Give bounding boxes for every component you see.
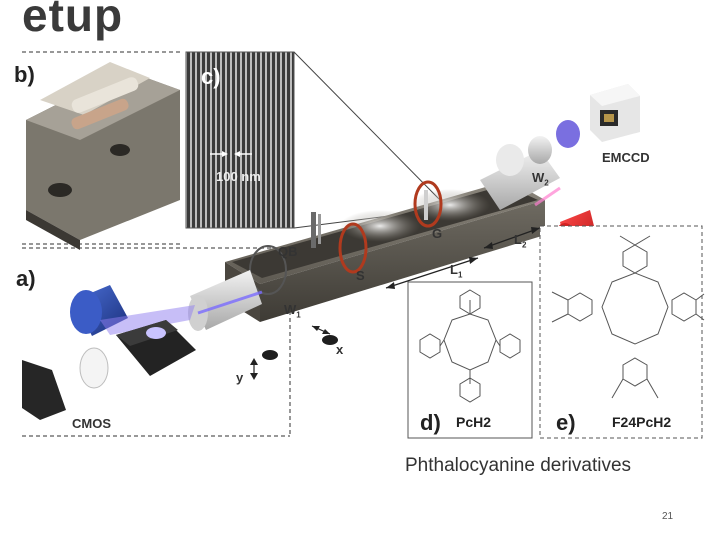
f24pch2-label: F24PcH2 xyxy=(612,414,672,430)
panel-label-a: a) xyxy=(16,266,36,291)
f24pch2-structure xyxy=(551,235,705,399)
stage-axis-arrows xyxy=(250,325,331,380)
emccd-label: EMCCD xyxy=(602,150,650,165)
cmos-label: CMOS xyxy=(72,416,111,431)
w2-label: W2 xyxy=(532,170,549,188)
l1-label: L1 xyxy=(450,262,463,280)
figure-caption: Phthalocyanine derivatives xyxy=(405,455,632,476)
panel-label-d: d) xyxy=(420,410,441,435)
scale-bar-label: 100 nm xyxy=(216,169,261,184)
emccd-camera xyxy=(528,84,640,164)
panel-b-frame xyxy=(22,51,182,245)
s-label: S xyxy=(356,268,365,283)
panel-label-e: e) xyxy=(556,410,576,435)
optical-bench xyxy=(225,144,560,360)
slide-title-fragment: etup xyxy=(22,0,124,41)
panel-label-b: b) xyxy=(14,62,35,87)
pch2-structure xyxy=(419,289,521,403)
panel-e-box xyxy=(539,225,703,439)
sem-image xyxy=(185,51,441,229)
w1-label: W1 xyxy=(284,302,301,320)
cmos-camera xyxy=(22,347,109,420)
pch2-label: PcH2 xyxy=(456,414,492,430)
dimension-arrows xyxy=(385,227,541,289)
axis-y-label: y xyxy=(236,370,244,385)
qb-label: QB xyxy=(278,244,298,259)
panel-label-c: c) xyxy=(201,64,221,89)
l2-label: L2 xyxy=(514,232,527,250)
g-label: G xyxy=(432,226,443,241)
axis-x-label: x xyxy=(336,342,344,357)
blue-laser xyxy=(70,285,196,376)
mount-closeup xyxy=(26,62,180,250)
page-number: 21 xyxy=(662,511,674,522)
collimator xyxy=(188,270,263,331)
